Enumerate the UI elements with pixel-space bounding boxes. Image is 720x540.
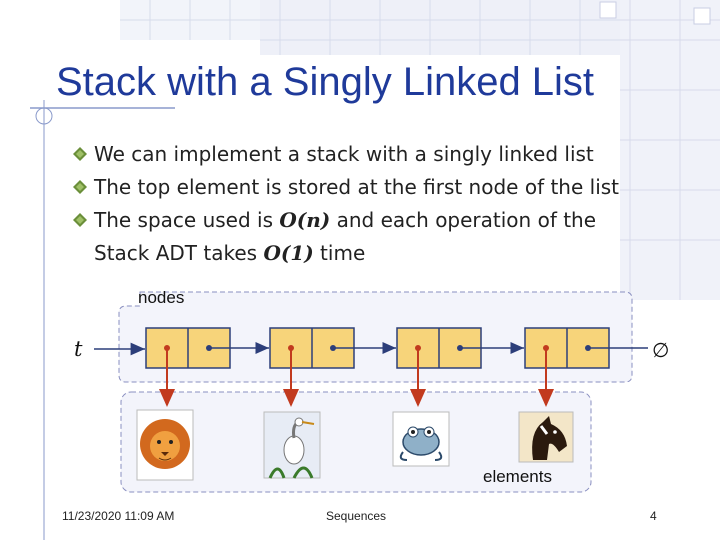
top-pointer-label: t [74, 337, 83, 361]
bullet-continuation: Stack ADT takes O(1) time [94, 237, 672, 270]
heron-icon [263, 411, 321, 479]
space-complexity: O(n) [279, 208, 331, 232]
bullet-text-line2: Stack ADT takes [94, 241, 264, 265]
bullet-text-mid: and each operation of the [330, 208, 597, 232]
slide-title: Stack with a Singly Linked List [56, 60, 595, 104]
bullet-text: We can implement a stack with a singly l… [94, 142, 594, 166]
bullet-list: We can implement a stack with a singly l… [72, 138, 672, 270]
horse-icon [518, 411, 574, 463]
null-terminator-symbol: ∅ [652, 338, 670, 362]
footer-date: 11/23/2020 11:09 AM [62, 509, 175, 523]
corner-grid-pattern [120, 0, 720, 300]
bullet-item: The top element is stored at the first n… [72, 171, 672, 204]
diamond-bullet-icon [73, 147, 87, 161]
slide-number: 4 [650, 509, 657, 523]
footer-title: Sequences [326, 509, 387, 523]
elements-frame [120, 391, 592, 493]
nodes-label: nodes [138, 288, 185, 307]
frog-icon [392, 411, 450, 467]
bullet-text: The top element is stored at the first n… [94, 175, 620, 199]
lion-icon [136, 409, 194, 481]
bullet-item: We can implement a stack with a singly l… [72, 138, 672, 171]
diamond-bullet-icon [73, 180, 87, 194]
title-rule [30, 100, 175, 540]
elements-label: elements [483, 467, 552, 486]
bullet-text-post: time [313, 241, 366, 265]
list-node [524, 327, 610, 369]
bullet-text-pre: The space used is [94, 208, 280, 232]
time-complexity: O(1) [263, 241, 314, 265]
nodes-frame [118, 291, 633, 383]
diamond-bullet-icon [73, 213, 87, 227]
bullet-item: The space used is O(n) and each operatio… [72, 204, 672, 270]
